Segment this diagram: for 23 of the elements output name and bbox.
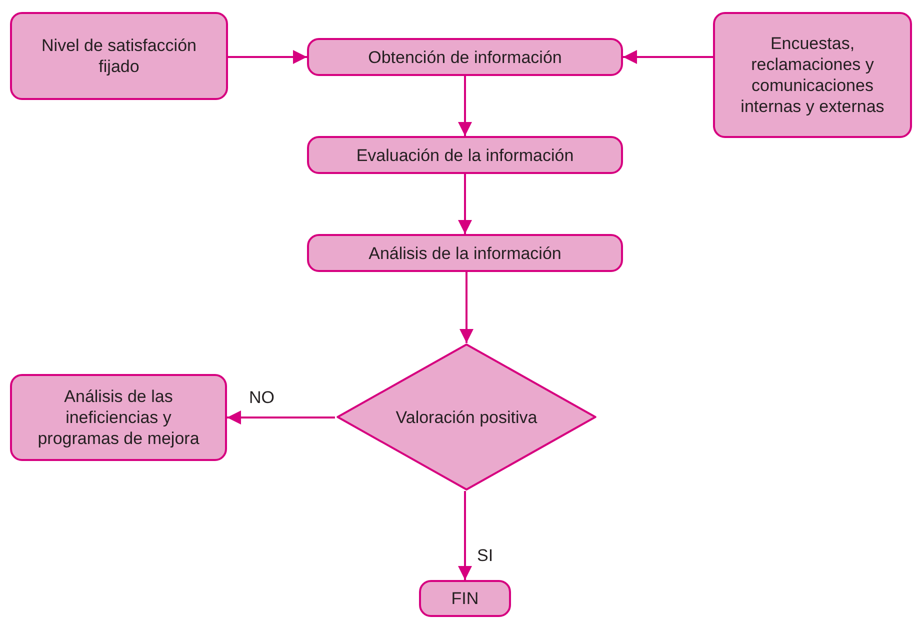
process-box bbox=[10, 12, 228, 100]
node-label: Encuestas, reclamaciones y comunicaciones internas y externas bbox=[740, 33, 886, 117]
decision-diamond bbox=[335, 343, 598, 491]
process-box bbox=[419, 580, 511, 617]
arrow bbox=[458, 491, 472, 580]
node-label: Análisis de las ineficiencias y programas de mejora bbox=[36, 386, 200, 449]
process-box bbox=[713, 12, 912, 138]
arrow bbox=[228, 50, 307, 64]
process-box bbox=[307, 136, 623, 174]
node-label: Obtención de información bbox=[367, 46, 563, 68]
process-box bbox=[307, 38, 623, 76]
arrow bbox=[623, 50, 713, 64]
process-box bbox=[10, 374, 227, 461]
node-label: Nivel de satisfacción fijado bbox=[40, 35, 198, 77]
arrow bbox=[458, 174, 472, 234]
arrow bbox=[227, 410, 335, 424]
node-label: Análisis de la información bbox=[368, 242, 562, 264]
node-label: FIN bbox=[450, 588, 480, 609]
process-box bbox=[307, 234, 623, 272]
node-label: Valoración positiva bbox=[394, 406, 538, 428]
arrow bbox=[458, 76, 472, 136]
node-label: Evaluación de la información bbox=[355, 144, 575, 166]
arrow bbox=[460, 272, 474, 343]
